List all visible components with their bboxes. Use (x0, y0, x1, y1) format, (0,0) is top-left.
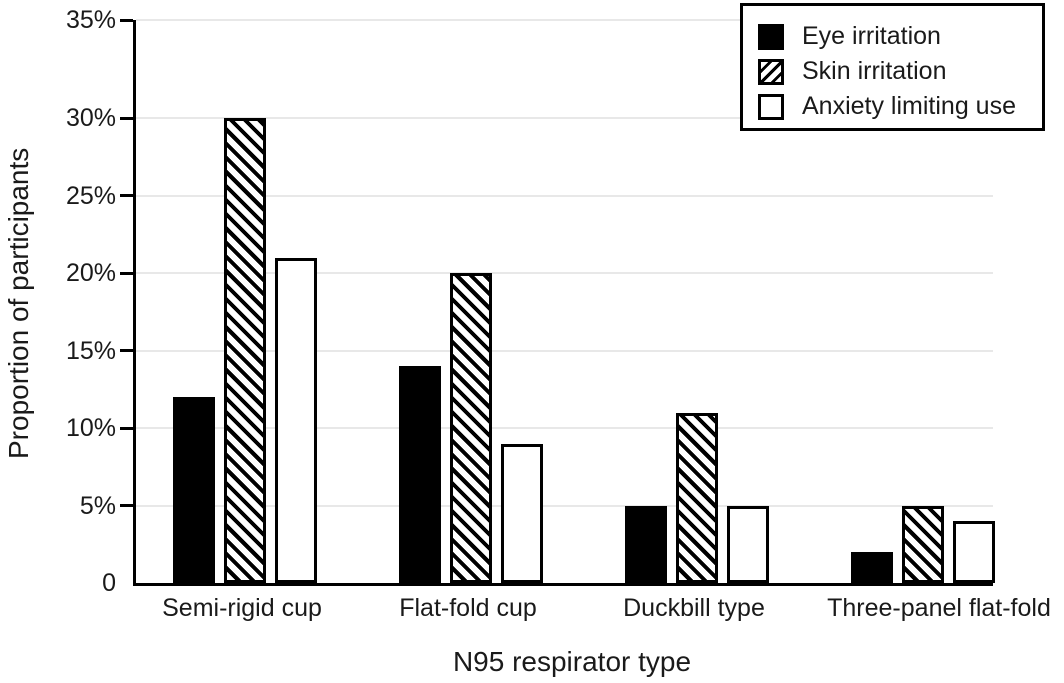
y-tick-mark (120, 504, 133, 507)
y-tick-label: 10% (65, 414, 116, 442)
y-tick-label: 5% (79, 491, 116, 520)
y-tick-label: 15% (65, 336, 116, 365)
bar (224, 118, 266, 583)
y-tick-mark (120, 426, 133, 430)
x-category-label: Flat-fold cup (399, 594, 537, 622)
bar (501, 443, 543, 583)
bar-group (173, 118, 317, 583)
bar-group (851, 505, 995, 583)
y-tick-label: 0 (102, 569, 116, 597)
bar (902, 505, 944, 583)
bar (450, 273, 492, 583)
bar (727, 505, 769, 583)
bar-group (625, 412, 769, 583)
gridline (136, 117, 993, 119)
gridline (136, 349, 993, 352)
y-tick-mark (120, 349, 133, 352)
x-category-label: Duckbill type (623, 594, 765, 622)
bar-group (399, 273, 543, 583)
plot-area: 0 5% 10% 15% 20% 25% 30% 35% (66, 6, 995, 597)
legend-swatch-diagonal-hatch-icon (758, 58, 784, 85)
gridline (136, 427, 993, 429)
y-tick-mark (120, 18, 133, 22)
x-category-cell: Semi-rigid cup (129, 594, 355, 623)
y-tick-mark (120, 116, 133, 120)
x-category-label: Semi-rigid cup (162, 594, 322, 622)
y-tick-label: 25% (65, 181, 116, 210)
legend-item: Skin irritation (758, 54, 1042, 89)
legend-label: Skin irritation (802, 57, 947, 85)
gridline (136, 272, 993, 274)
x-axis-title: N95 respirator type (452, 646, 692, 677)
x-category-cell: Flat-fold cup (355, 594, 581, 623)
bar (399, 366, 441, 583)
gridline (136, 19, 993, 21)
y-tick-mark (120, 194, 133, 197)
legend-item: Eye irritation (758, 19, 1042, 54)
legend-swatch-solid-icon (758, 23, 784, 50)
bar (851, 552, 893, 583)
bar (625, 505, 667, 583)
legend-label: Eye irritation (802, 22, 941, 50)
x-axis-category-labels: Semi-rigid cup Flat-fold cup Duckbill type… (129, 594, 1051, 623)
y-axis-title: Proportion of participants (3, 147, 34, 459)
legend-label: Anxiety limiting use (802, 92, 1016, 120)
legend-swatch-outline-icon (758, 93, 784, 120)
bar (676, 412, 718, 583)
x-category-cell: Three-panel flat-fold (807, 594, 1051, 623)
x-category-label: Three-panel flat-fold (827, 594, 1051, 622)
x-category-cell: Duckbill type (581, 594, 807, 623)
bar (953, 521, 995, 583)
bar (275, 257, 317, 583)
y-tick-mark (120, 271, 133, 275)
gridline (136, 194, 993, 197)
bar (173, 397, 215, 583)
y-tick-label: 20% (65, 259, 116, 287)
gridline (136, 504, 993, 507)
legend-item: Anxiety limiting use (758, 89, 1042, 124)
y-tick-label: 35% (65, 6, 116, 34)
y-tick-label: 30% (65, 104, 116, 132)
